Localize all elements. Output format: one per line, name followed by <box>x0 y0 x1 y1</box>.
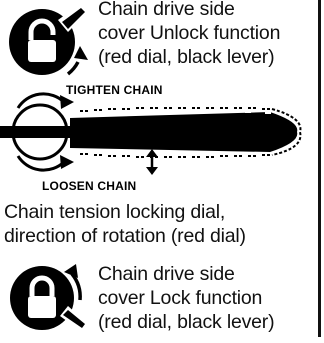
chain-links-top <box>80 107 272 112</box>
tighten-arrowhead <box>60 95 74 109</box>
loosen-arrowhead <box>60 155 74 169</box>
lock-icon <box>6 260 94 343</box>
lock-caption: Chain drive side cover Lock function (re… <box>98 263 275 333</box>
unlock-caption: Chain drive side cover Unlock function (… <box>98 0 281 68</box>
loosen-chain-label: LOOSEN CHAIN <box>42 179 137 193</box>
panel-border <box>318 0 321 337</box>
dial-caption: Chain tension locking dial, direction of… <box>4 201 246 247</box>
tighten-chain-label: TIGHTEN CHAIN <box>66 83 163 97</box>
unlock-icon <box>8 2 94 87</box>
dial-shaft <box>0 126 78 138</box>
chain-highlights <box>85 111 271 115</box>
chain-tension-diagram <box>0 92 302 175</box>
chain-links-bottom <box>80 108 302 158</box>
